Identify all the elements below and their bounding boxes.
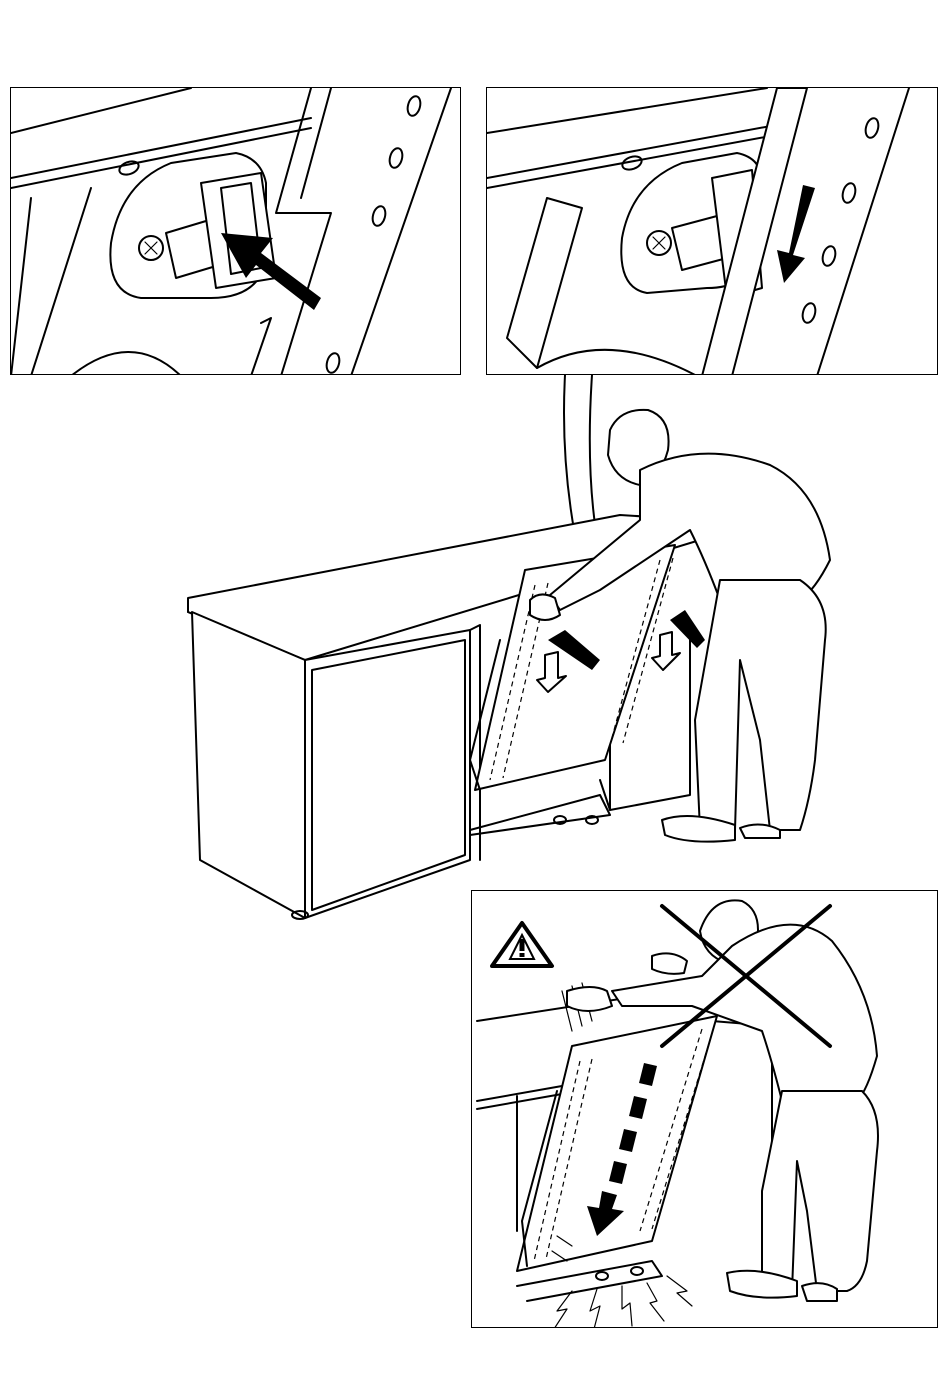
warning-drawing: [472, 891, 938, 1328]
hole: [821, 245, 838, 267]
slot: [118, 159, 141, 177]
curve-bottom: [71, 352, 181, 375]
hole: [864, 117, 881, 139]
door-rail-outer: [351, 88, 451, 375]
hole: [841, 182, 858, 204]
curve-bottom: [537, 350, 697, 375]
countertop-front-2: [477, 1094, 562, 1109]
warning-panel: [471, 890, 938, 1328]
cabinet-top-edge: [11, 88, 191, 133]
arrow-push-icon: [670, 610, 705, 648]
cabinet-door: [305, 630, 470, 918]
side-panel-edge: [31, 188, 91, 375]
side-board: [507, 198, 582, 368]
detail-panel-right: [486, 87, 938, 375]
slot: [621, 154, 644, 172]
person-shoe-right: [802, 1283, 837, 1301]
countertop-front: [477, 1086, 562, 1101]
person-legs: [762, 1091, 878, 1291]
person-legs: [695, 580, 826, 830]
person-hand-2: [652, 953, 687, 973]
detail-panel-left: [10, 87, 461, 375]
hole: [371, 205, 388, 227]
warning-triangle-icon: [492, 923, 552, 966]
door-rail-lower: [251, 318, 271, 375]
opening-floor: [470, 795, 610, 835]
arrow-down-icon: [777, 185, 815, 283]
cabinet-side: [192, 612, 305, 918]
main-illustration: [0, 375, 950, 930]
cabinet-top-edge: [487, 88, 767, 133]
arrow-down-icon: [652, 632, 680, 670]
door-rail-outer: [817, 88, 909, 375]
side-line: [11, 198, 31, 375]
leveling-foot: [596, 1272, 608, 1280]
hole: [406, 95, 423, 117]
detail-left-drawing: [11, 88, 461, 375]
door-panel-falling: [517, 1016, 717, 1271]
person-hand: [530, 594, 560, 620]
detail-right-drawing: [487, 88, 938, 375]
person-hand: [567, 987, 612, 1011]
door-rail-edge: [276, 88, 331, 375]
hole: [388, 147, 405, 169]
hole: [801, 302, 818, 324]
person-shoe-right: [740, 824, 780, 838]
leveling-foot: [631, 1267, 643, 1275]
hole: [325, 352, 342, 374]
